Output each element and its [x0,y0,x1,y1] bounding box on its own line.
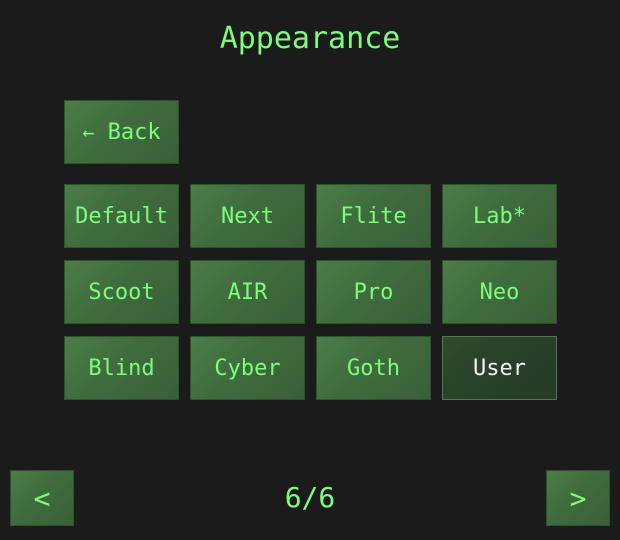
theme-button-lab[interactable]: Lab* [442,184,557,248]
theme-button-label: Lab* [473,203,526,229]
chevron-left-icon: < [33,481,51,515]
theme-button-flite[interactable]: Flite [316,184,431,248]
theme-button-goth[interactable]: Goth [316,336,431,400]
next-page-button[interactable]: > [546,470,610,526]
back-button[interactable]: ← Back [64,100,179,164]
theme-button-label: Next [221,203,274,229]
theme-button-label: Cyber [214,355,281,381]
back-arrow-icon: ← [82,120,95,144]
theme-button-neo[interactable]: Neo [442,260,557,324]
theme-button-cyber[interactable]: Cyber [190,336,305,400]
theme-button-label: Scoot [88,279,155,305]
theme-button-label: AIR [227,279,268,305]
theme-button-label: User [473,355,526,381]
theme-button-label: Pro [353,279,394,305]
theme-button-label: Neo [479,279,520,305]
back-button-label: Back [107,119,161,145]
page-title: Appearance [219,21,401,56]
theme-button-label: Flite [340,203,407,229]
theme-button-pro[interactable]: Pro [316,260,431,324]
chevron-right-icon: > [569,481,587,515]
theme-button-air[interactable]: AIR [190,260,305,324]
theme-button-blind[interactable]: Blind [64,336,179,400]
theme-button-label: Goth [347,355,400,381]
theme-button-next[interactable]: Next [190,184,305,248]
theme-button-label: Blind [88,355,155,381]
previous-page-button[interactable]: < [10,470,74,526]
theme-button-label: Default [75,203,168,229]
theme-button-default[interactable]: Default [64,184,179,248]
theme-button-scoot[interactable]: Scoot [64,260,179,324]
theme-button-user[interactable]: User [442,336,557,400]
page-indicator: 6/6 [284,481,336,514]
